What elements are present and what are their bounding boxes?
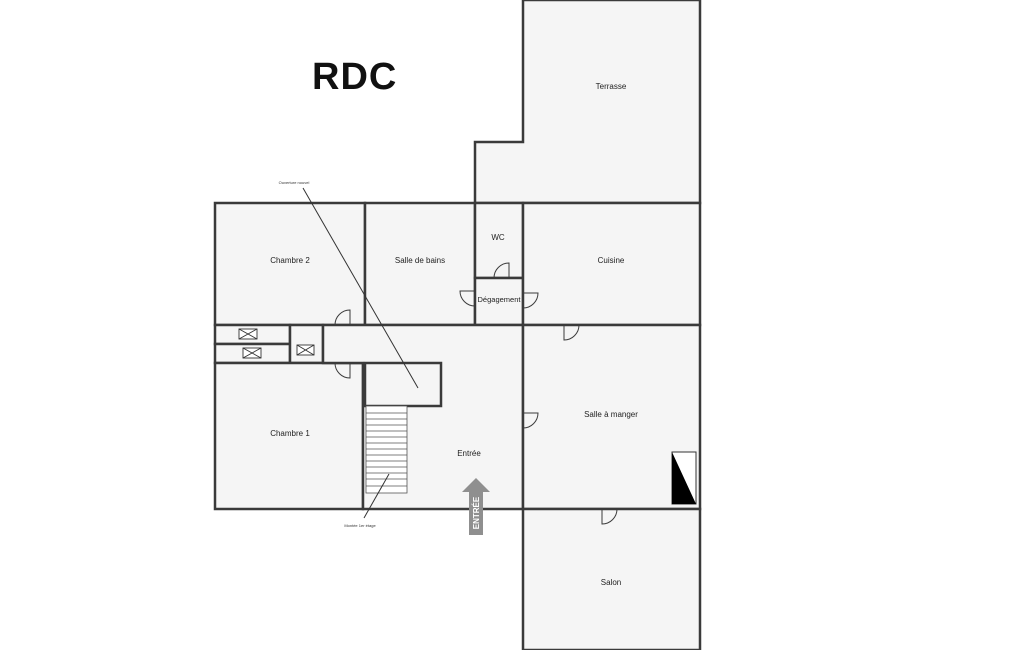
- label-montee: Montée 1er étage: [344, 523, 376, 528]
- label-salle-a-manger: Salle à manger: [584, 410, 638, 419]
- wc-room: [473, 201, 525, 280]
- label-ouverture: Ouverture nouvel: [279, 180, 310, 185]
- door-chambre2-icon: [334, 309, 351, 326]
- label-wc: WC: [491, 233, 505, 242]
- salle-de-bains-room: [363, 201, 477, 327]
- label-cuisine: Cuisine: [598, 256, 625, 265]
- door-wc-icon: [493, 262, 510, 279]
- label-terrasse: Terrasse: [596, 82, 627, 91]
- label-salle-de-bains: Salle de bains: [395, 256, 445, 265]
- stair-landing: [363, 361, 443, 408]
- door-swings: [334, 262, 618, 525]
- salle-a-manger-room: [521, 323, 702, 511]
- staircase: [365, 405, 408, 494]
- chambre2-room: [213, 201, 367, 327]
- floor-title: RDC: [312, 56, 398, 98]
- label-salon: Salon: [601, 578, 621, 587]
- door-degagement-icon: [522, 292, 539, 309]
- chambre1-room: [213, 361, 365, 511]
- label-chambre1: Chambre 1: [270, 429, 310, 438]
- terrasse-room: [473, 0, 702, 205]
- salon-room: [521, 507, 702, 650]
- label-entree: Entrée: [457, 449, 481, 458]
- door-cuisine-icon: [563, 324, 580, 341]
- fireplace-icon: [671, 451, 697, 505]
- closet-x-icon: [238, 328, 315, 359]
- door-salle-manger-icon: [522, 412, 539, 429]
- montee-leader-line: [363, 473, 390, 519]
- label-degagement: Dégagement: [478, 295, 522, 304]
- door-chambre1-icon: [334, 362, 351, 379]
- door-sdb-icon: [459, 290, 476, 307]
- entry-arrow-label: ENTRÉE: [472, 496, 481, 529]
- entry-arrow-icon: ENTRÉE: [462, 478, 490, 535]
- label-chambre2: Chambre 2: [270, 256, 310, 265]
- door-salon-icon: [601, 508, 618, 525]
- ouverture-leader-line: [302, 187, 419, 389]
- closet-right: [288, 323, 325, 365]
